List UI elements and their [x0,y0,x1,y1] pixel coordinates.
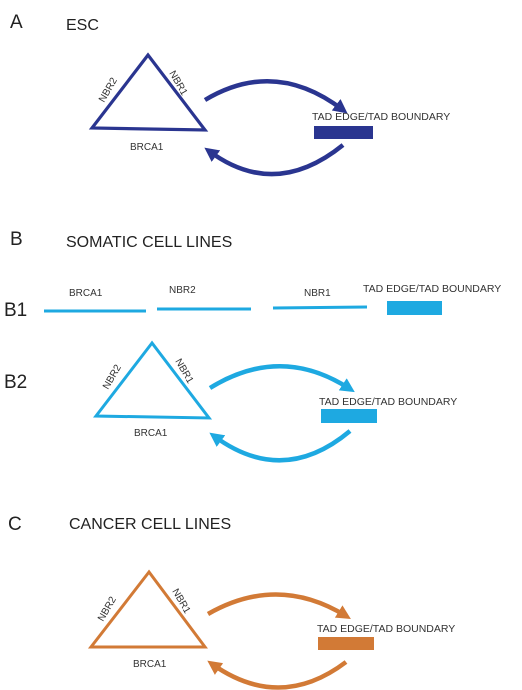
b2-nbr2-label: NBR2 [101,363,124,392]
b1-nbr2-label: NBR2 [169,285,196,296]
panel-c-title: CANCER CELL LINES [69,516,231,533]
panel-c-letter: C [8,514,22,535]
b1-nbr1-label: NBR1 [304,288,331,299]
cancer-tad-boundary-block [318,637,374,650]
panel-a-title: ESC [66,17,99,34]
esc-gene-triangle [88,52,209,132]
panel-a-letter: A [10,12,23,33]
esc-loop-arrow-bottom [204,143,345,177]
panel-b2-letter: B2 [4,372,27,393]
cancer-nbr2-label: NBR2 [96,595,119,624]
b1-brca1-label: BRCA1 [69,288,103,299]
b2-nbr1-label: NBR1 [172,357,195,386]
panel-c: C CANCER CELL LINES NBR2 NBR1 BRCA1 TAD … [8,514,455,690]
panel-b-title: SOMATIC CELL LINES [66,234,232,251]
cancer-brca1-label: BRCA1 [133,659,167,670]
panel-a: A ESC NBR2 NBR1 BRCA1 TAD EDGE/TAD BOUND… [10,12,450,177]
panel-b: B SOMATIC CELL LINES B1 BRCA1 NBR2 NBR1 … [4,229,501,463]
esc-tad-boundary-block [314,126,373,139]
b2-brca1-label: BRCA1 [134,428,168,439]
esc-brca1-label: BRCA1 [130,142,164,153]
panel-b-letter: B [10,229,23,250]
esc-nbr2-label: NBR2 [97,76,120,105]
panel-b2: B2 NBR2 NBR1 BRCA1 TAD EDGE/TAD BOUNDARY [4,340,457,463]
b2-loop-arrow-bottom [209,429,352,463]
b2-loop-arrow-top [208,364,355,393]
b1-boundary-label: TAD EDGE/TAD BOUNDARY [363,283,501,295]
cancer-gene-triangle [87,569,208,649]
panel-b1-letter: B1 [4,300,27,321]
cancer-loop-arrow-bottom [207,660,348,690]
esc-loop-arrow-top [203,79,348,114]
esc-boundary-label: TAD EDGE/TAD BOUNDARY [312,111,450,123]
panel-b1: B1 BRCA1 NBR2 NBR1 TAD EDGE/TAD BOUNDARY [4,283,501,321]
cancer-boundary-label: TAD EDGE/TAD BOUNDARY [317,623,455,635]
b2-boundary-label: TAD EDGE/TAD BOUNDARY [319,396,457,408]
cancer-loop-arrow-top [206,592,351,620]
b1-tad-boundary-block [387,301,442,315]
b1-nbr1-segment [272,305,368,310]
b2-tad-boundary-block [321,409,377,423]
b2-gene-triangle [92,340,213,420]
